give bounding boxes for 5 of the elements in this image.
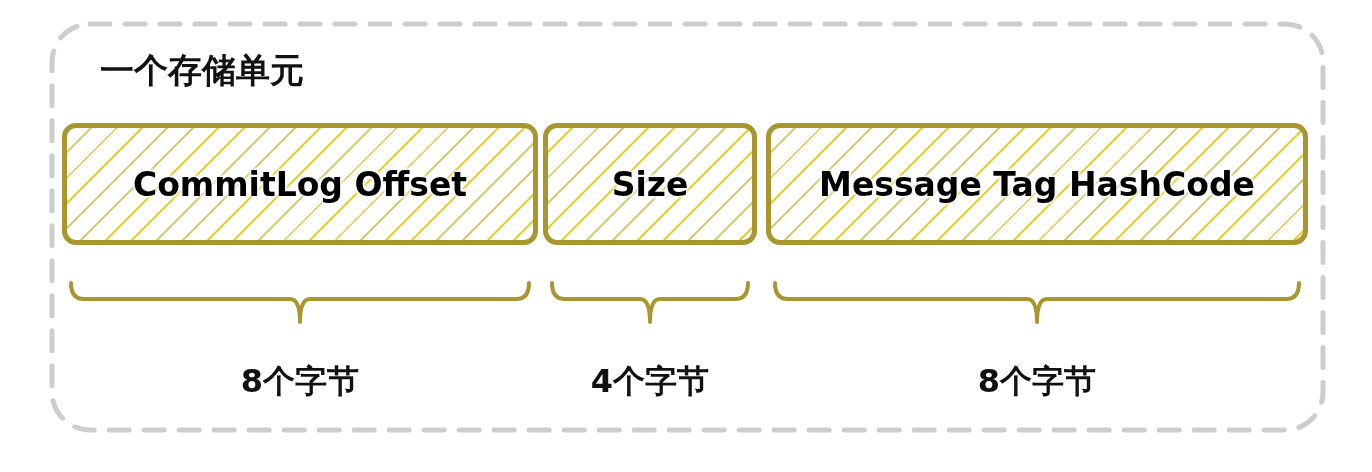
byte-size-label: 8个字节 xyxy=(240,362,360,400)
byte-size-label: 8个字节 xyxy=(977,362,1097,400)
dashed-frame xyxy=(50,22,1325,432)
byte-size-label: 4个字节 xyxy=(590,362,710,400)
group-title: 一个存储单元 xyxy=(100,51,304,89)
